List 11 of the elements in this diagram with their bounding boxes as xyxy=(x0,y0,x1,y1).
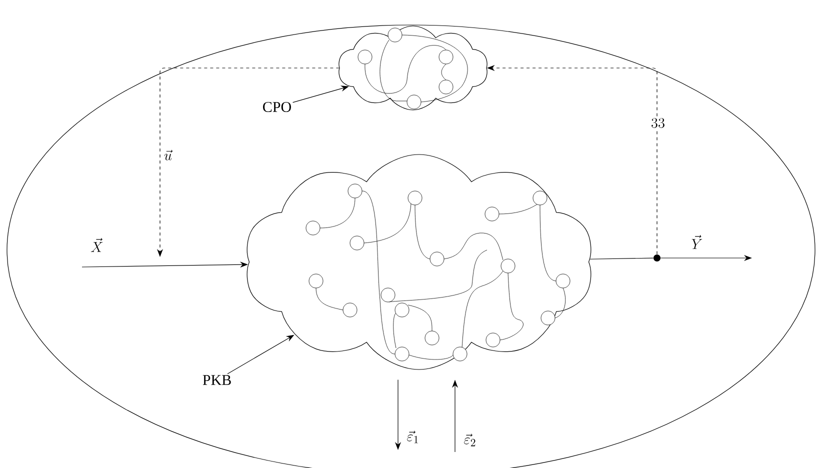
edge-label: $\vec{X}$ xyxy=(89,236,105,254)
callout-label: CPO xyxy=(263,102,291,112)
edge-label: $\vec{\varepsilon}_1$ xyxy=(405,429,421,445)
callout-label: PKB xyxy=(202,375,231,385)
cloud-shape xyxy=(338,26,488,110)
edge-label: $33$ xyxy=(649,116,667,130)
edge-label: $\vec{\varepsilon}_2$ xyxy=(462,432,478,448)
junction-dot xyxy=(654,254,660,262)
cloud-shape xyxy=(246,154,592,370)
edge-label: $\vec{u}$ xyxy=(162,148,174,162)
edge-label: $\vec{Y}$ xyxy=(690,234,704,250)
